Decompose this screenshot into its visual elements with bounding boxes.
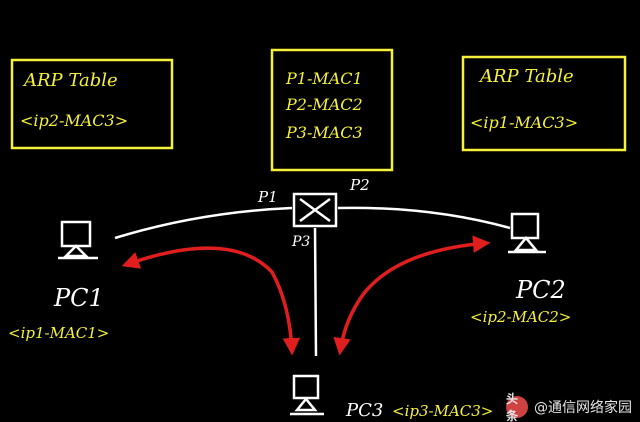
watermark-logo: 头条 [506, 392, 528, 422]
link-switch-pc3 [313, 227, 318, 357]
arrow-pc1-pc3 [121, 246, 301, 356]
pc2-address: <ip2-MAC2> [470, 308, 571, 326]
pc3-computer-icon [290, 374, 324, 416]
arrow-pc2-pc3 [333, 235, 491, 356]
switch-mac-table: P1-MAC1 P2-MAC2 P3-MAC3 [270, 48, 394, 172]
port-label-p1: P1 [257, 188, 278, 206]
pc1-label: PC1 [53, 284, 104, 312]
left-arp-table: ARP Table <ip2-MAC3> [10, 58, 174, 150]
pc2-label: PC2 [515, 276, 566, 304]
port-label-p2: P2 [349, 176, 370, 194]
pc1-address: <ip1-MAC1> [8, 324, 109, 342]
watermark: 头条 @通信网络家园 [506, 392, 632, 422]
switch-icon [292, 192, 338, 228]
switch-mac-table-border [270, 48, 394, 172]
right-arp-table-title: ARP Table [478, 66, 574, 87]
pc3-label: PC3 [345, 400, 383, 421]
link-switch-pc2 [337, 206, 511, 230]
left-arp-table-border [10, 58, 174, 150]
left-arp-table-entry: <ip2-MAC3> [20, 111, 128, 130]
right-arp-table-entry: <ip1-MAC3> [470, 113, 578, 132]
right-arp-table-border [461, 55, 627, 152]
switch-mac-entry-1: P1-MAC1 [285, 69, 363, 88]
port-label-p3: P3 [291, 234, 310, 250]
pc2-computer-icon [508, 212, 546, 254]
link-pc1-switch [114, 206, 293, 240]
left-arp-table-title: ARP Table [22, 70, 118, 91]
switch-mac-entry-2: P2-MAC2 [285, 95, 363, 114]
pc1-computer-icon [58, 220, 98, 260]
switch-mac-entry-3: P3-MAC3 [285, 123, 363, 142]
right-arp-table: ARP Table <ip1-MAC3> [461, 55, 627, 152]
watermark-text: @通信网络家园 [534, 400, 632, 416]
pc3-address: <ip3-MAC3> [392, 402, 493, 420]
